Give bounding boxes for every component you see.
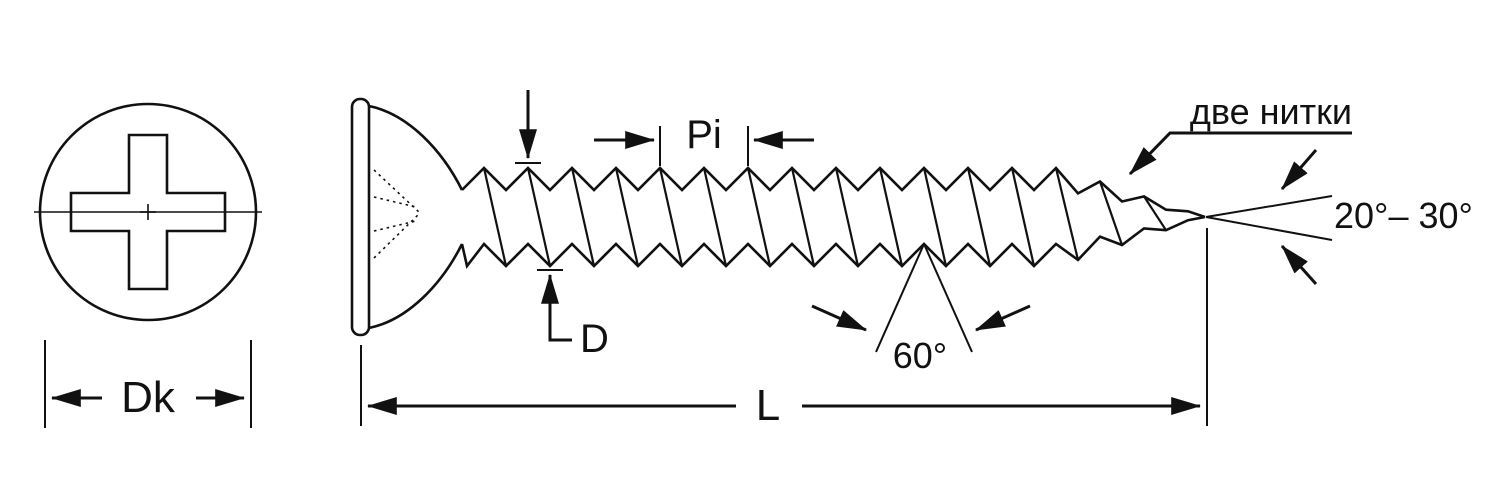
head-top-view: Dk [34, 102, 262, 428]
tip-angle-callout: 20°– 30° [1205, 149, 1473, 286]
tip-angle-arrow-upper [1280, 149, 1318, 190]
diameter-leader-elbow [548, 332, 572, 342]
dk-label: Dk [121, 373, 176, 422]
thread-angle-callout: 60° [811, 243, 1031, 376]
diameter-dimension: D [515, 90, 609, 361]
screw-side-view [350, 97, 1206, 337]
thread-flank-lines [482, 167, 1167, 267]
thread-bottom-profile [460, 215, 1206, 269]
recess-hidden-lines [373, 169, 421, 259]
recess-hidden-line-2 [373, 212, 421, 259]
length-label: L [756, 381, 780, 430]
pitch-dimension: Pi [594, 113, 814, 166]
tip-angle-arrow-lower [1280, 244, 1318, 286]
length-dimension: L [360, 228, 1208, 430]
thread-angle-line-left [875, 243, 925, 353]
thread-angle-arrow-right [974, 304, 1031, 332]
head-circle [38, 102, 258, 322]
thread-angle-label: 60° [893, 335, 947, 376]
pitch-label: Pi [686, 113, 722, 157]
tip-angle-label: 20°– 30° [1334, 195, 1473, 236]
phillips-cross-recess [69, 133, 227, 291]
head-flange-edge [350, 97, 371, 337]
bugle-head-top-curve [368, 104, 464, 191]
double-thread-callout: две нитки [1128, 91, 1352, 176]
tip-angle-line-lower [1205, 216, 1333, 241]
recess-hidden-line-3 [373, 196, 417, 208]
double-thread-leader-arrow [1128, 131, 1352, 176]
bugle-head-bottom-curve [368, 243, 464, 330]
diameter-label: D [580, 317, 609, 361]
recess-hidden-line-4 [373, 220, 417, 232]
thread-angle-arrow-left [811, 304, 868, 332]
thread-angle-line-right [923, 243, 973, 353]
tip-angle-line-upper [1205, 195, 1333, 218]
dk-dimension: Dk [44, 340, 252, 428]
double-thread-label: две нитки [1190, 91, 1352, 132]
